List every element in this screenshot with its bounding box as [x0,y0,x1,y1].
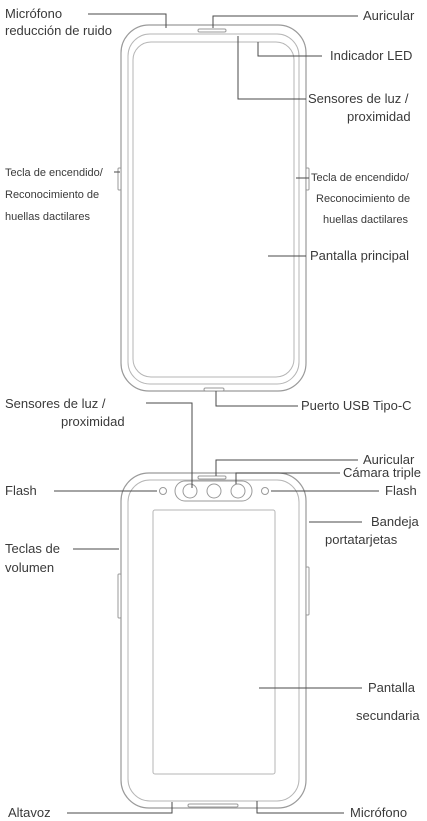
back-sensors-leader [146,402,193,488]
back-mic-label: Micrófono [350,805,407,820]
secondary-screen-label-line1: Pantalla [368,680,416,695]
camera-lens-1 [182,483,198,499]
back-camera-leader [235,472,340,484]
front-mic-label-line2: reducción de ruido [5,23,112,38]
front-main-screen [132,41,295,378]
back-earpiece-slot [197,475,227,480]
front-sensors-leader [237,36,306,100]
back-secondary-screen [152,509,276,775]
front-phone-bezel [127,33,300,385]
front-earpiece-slot [197,28,227,33]
front-power-left-line1: Tecla de encendido/ [5,167,104,179]
back-earpiece-label: Auricular [363,452,415,467]
front-led-label: Indicador LED [330,48,412,63]
back-view: Sensores de luz / proximidad Auricular C… [5,396,421,820]
secondary-screen-label-line2: secundaria [356,708,420,723]
back-card-tray [305,566,310,616]
front-mic-leader [88,13,167,28]
front-power-right-line2: Reconocimiento de [316,193,410,205]
flash-right-label: Flash [385,483,417,498]
front-power-left-line2: Reconocimiento de [5,189,99,201]
volume-keys-label-line1: Teclas de [5,541,60,556]
front-led-leader [257,42,322,57]
front-view: Micrófono reducción de ruido Auricular I… [5,6,415,413]
back-phone-body [120,472,307,809]
front-usb-leader [215,391,298,407]
front-power-left-line3: huellas dactilares [5,211,90,223]
back-speaker-grille [187,803,239,808]
volume-keys-label-line2: volumen [5,560,54,575]
front-phone-body [120,24,307,392]
front-earpiece-label: Auricular [363,8,415,23]
front-left-power-key [117,167,122,191]
camera-lens-3 [230,483,246,499]
front-power-right-line3: huellas dactilares [323,214,408,226]
back-phone-bezel [127,479,300,802]
back-camera-label: Cámara triple [343,465,421,480]
camera-lens-2 [206,483,222,499]
card-tray-label-line1: Bandeja [371,514,419,529]
back-volume-keys [117,573,122,619]
front-usb-port [203,387,225,392]
flash-left-label: Flash [5,483,37,498]
speaker-label: Altavoz [8,805,51,820]
card-tray-label-line2: portatarjetas [325,532,398,547]
front-usb-label: Puerto USB Tipo-C [301,398,412,413]
front-mic-label-line1: Micrófono [5,6,62,21]
front-sensors-label-line1: Sensores de luz / [308,91,409,106]
back-sensors-label-line2: proximidad [61,414,125,429]
flash-left [159,487,167,495]
speaker-leader [67,802,173,814]
front-right-power-key [305,167,310,191]
front-screen-label: Pantalla principal [310,248,409,263]
front-earpiece-leader [212,15,358,28]
front-power-right-line1: Tecla de encendido/ [311,172,410,184]
back-earpiece-leader [215,459,358,476]
front-sensors-label-line2: proximidad [347,109,411,124]
flash-right [261,487,269,495]
back-mic-leader [256,801,344,814]
back-sensors-label-line1: Sensores de luz / [5,396,106,411]
